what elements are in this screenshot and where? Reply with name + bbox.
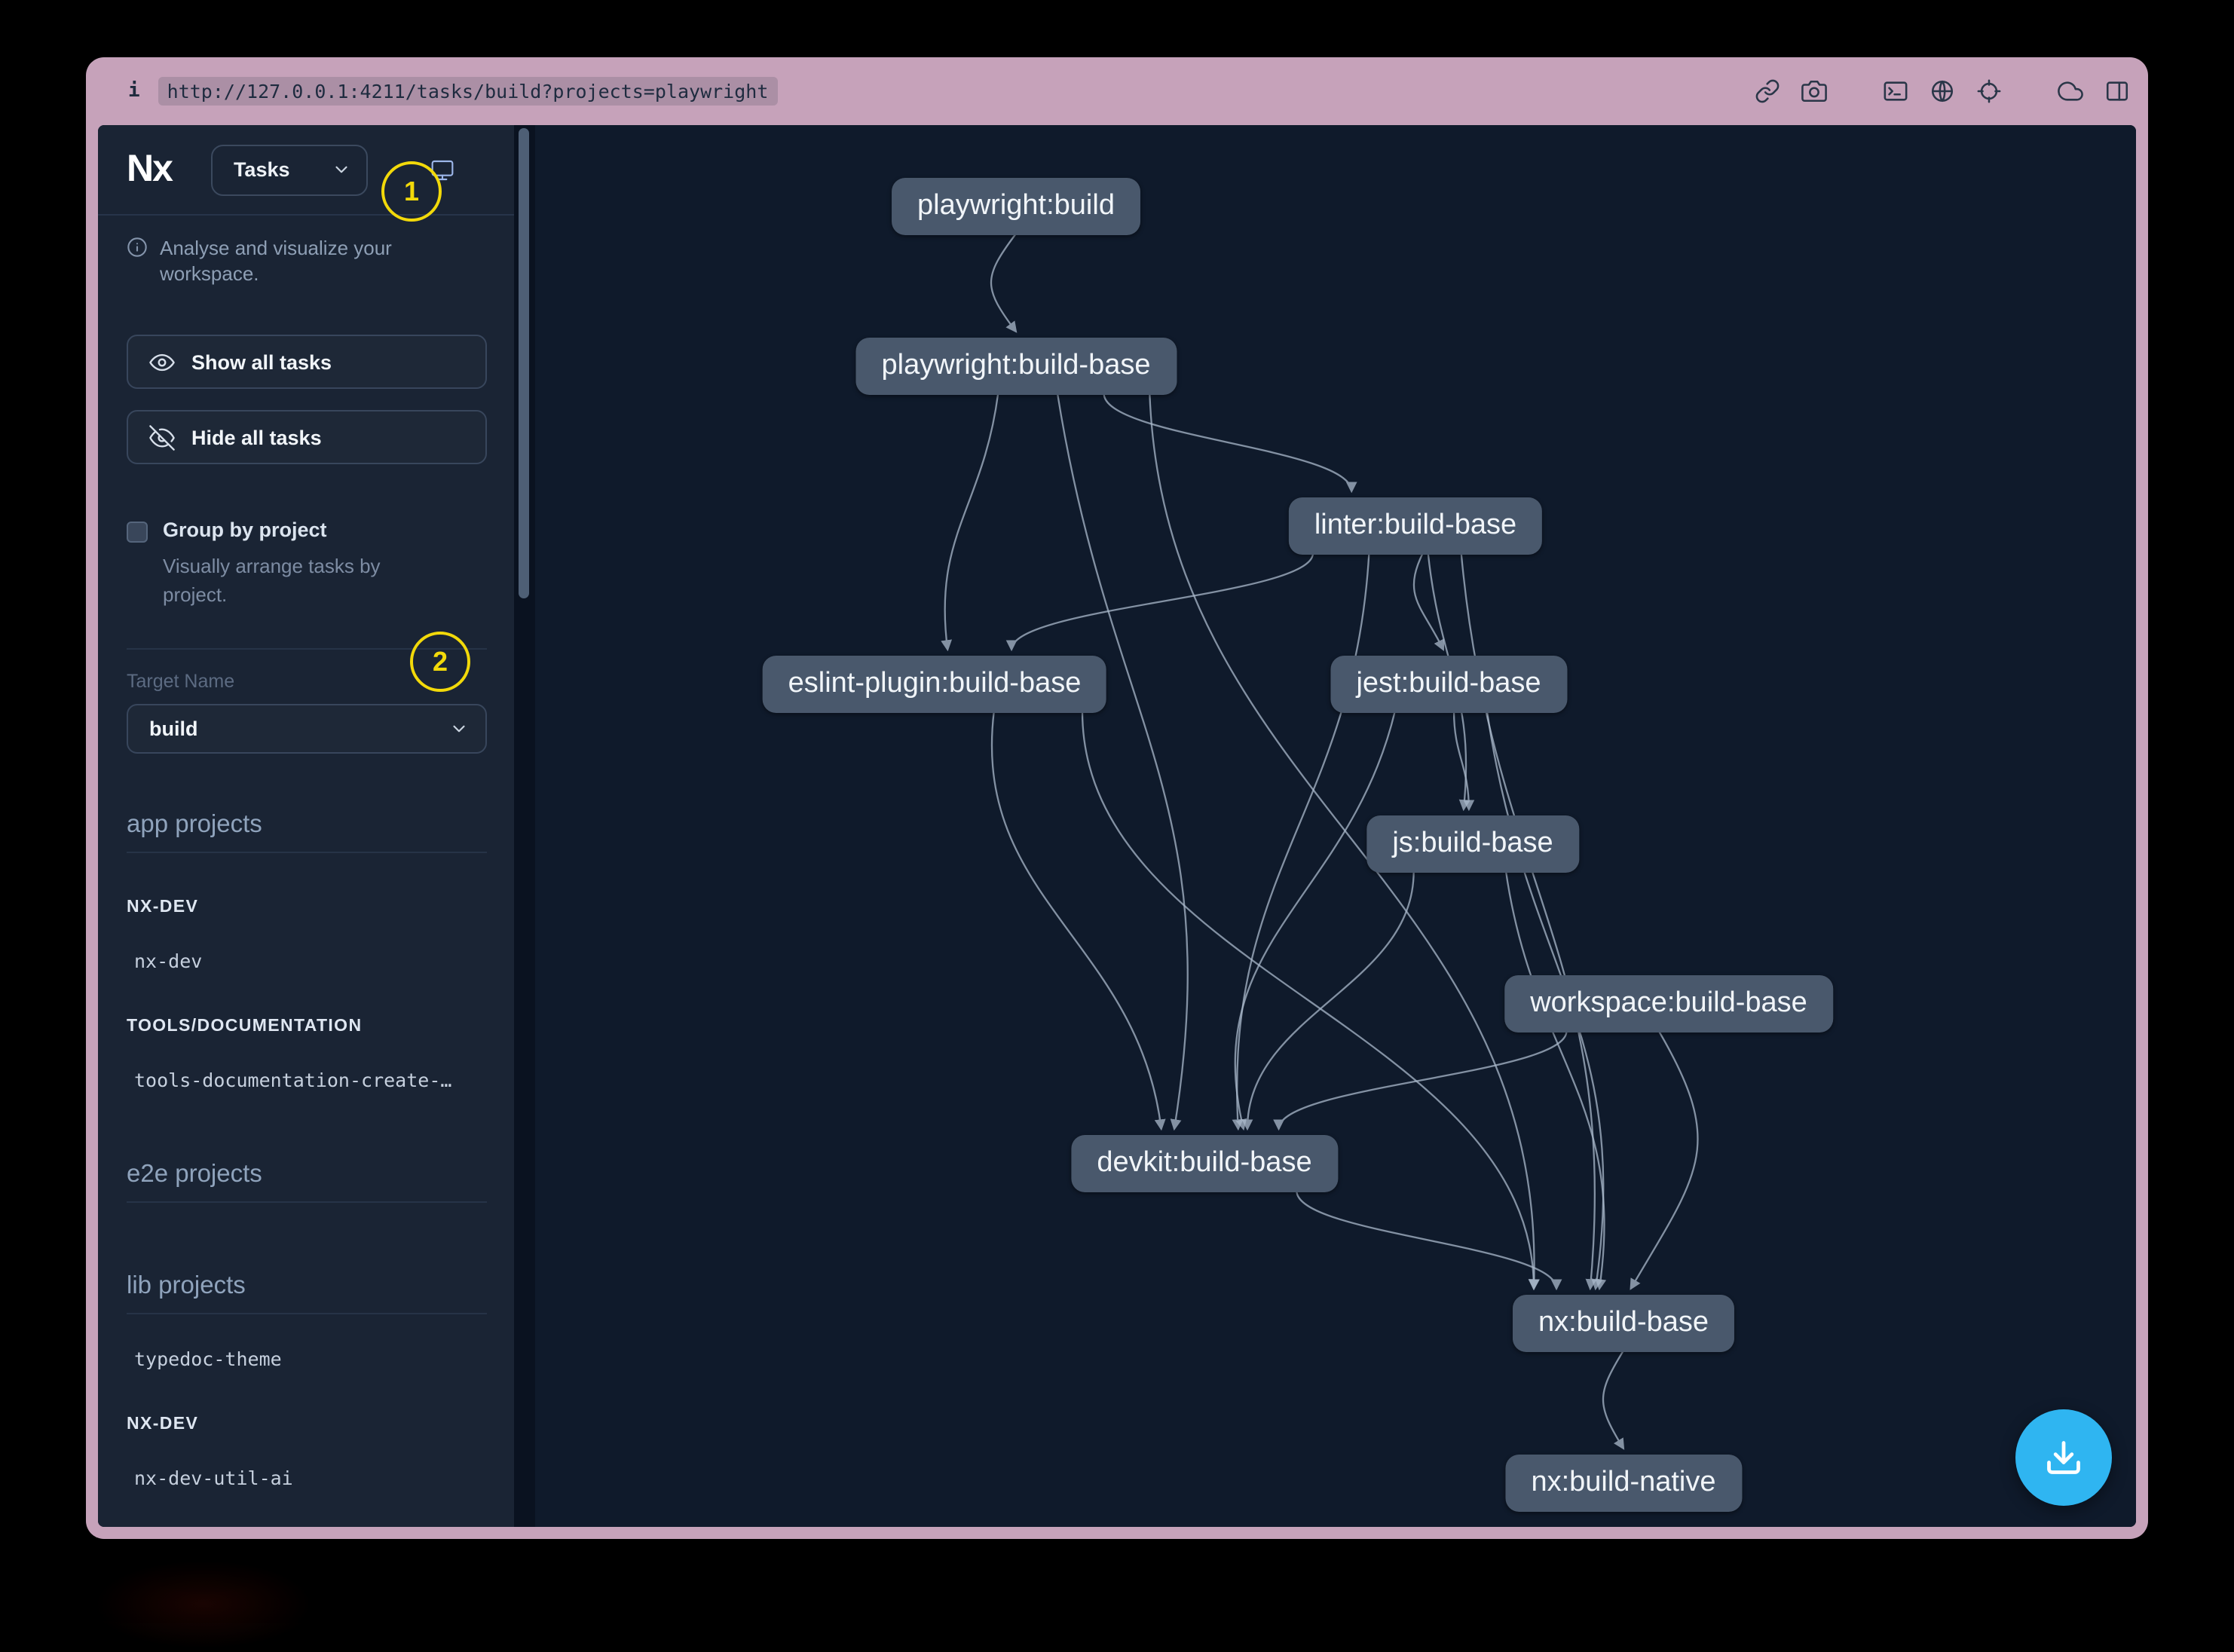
browser-titlebar: i http://127.0.0.1:4211/tasks/build?proj… [86, 57, 2148, 125]
target-name-select[interactable]: build [127, 704, 487, 754]
task-node-eslint-plugin-build-base[interactable]: eslint-plugin:build-base [762, 656, 1107, 713]
eye-off-icon [149, 424, 175, 450]
browser-window: i http://127.0.0.1:4211/tasks/build?proj… [86, 57, 2148, 1539]
task-edge [941, 393, 999, 652]
task-edge [1273, 1030, 1568, 1131]
divider [127, 852, 487, 853]
sidebar-panel-icon[interactable] [2104, 78, 2130, 104]
task-edge [1452, 711, 1475, 812]
background-artifact [90, 1559, 317, 1649]
task-node-playwright-build[interactable]: playwright:build [892, 178, 1140, 235]
workspace-description-text: Analyse and visualize your workspace. [160, 237, 392, 285]
workspace-description: Analyse and visualize your workspace. [127, 235, 487, 286]
task-edge [1056, 393, 1189, 1131]
task-node-jest-build-base[interactable]: jest:build-base [1330, 656, 1567, 713]
sidebar-scrollbar-track[interactable] [514, 125, 535, 1527]
monitor-icon[interactable] [430, 158, 455, 182]
project-item[interactable]: tools-documentation-create-… [134, 1069, 452, 1091]
task-node-playwright-build-base[interactable]: playwright:build-base [855, 338, 1177, 395]
project-group-heading: TOOLS/DOCUMENTATION [127, 1017, 363, 1036]
project-section-title: app projects [127, 811, 262, 838]
group-by-project-checkbox[interactable] [127, 522, 148, 543]
task-node-devkit-build-base[interactable]: devkit:build-base [1071, 1135, 1338, 1192]
project-item[interactable]: nx-dev-util-ai [134, 1467, 293, 1489]
sidebar-scrollbar-thumb[interactable] [519, 128, 529, 598]
sidebar-header: Nx Tasks [98, 125, 514, 216]
chevron-down-icon [335, 166, 347, 173]
info-icon[interactable]: i [128, 80, 140, 102]
divider [127, 1201, 487, 1203]
group-by-project-row: Group by project [127, 519, 485, 543]
task-edge [1081, 711, 1540, 1291]
project-item[interactable]: typedoc-theme [134, 1348, 282, 1370]
project-group-heading: NX-DEV [127, 1415, 199, 1433]
project-group-heading: NX-DEV [127, 898, 199, 916]
group-by-project-label[interactable]: Group by project [163, 519, 327, 541]
task-edge [1005, 552, 1314, 652]
app-content: Nx Tasks Analyse and visualize your work… [98, 125, 2136, 1527]
camera-icon[interactable] [1801, 78, 1827, 104]
mode-dropdown-label: Tasks [233, 158, 290, 181]
project-section-title: e2e projects [127, 1161, 262, 1188]
task-edge [1241, 870, 1415, 1131]
nx-logo: Nx [127, 148, 173, 190]
task-edge [1103, 393, 1357, 494]
task-edge [1232, 552, 1370, 1131]
task-graph-edges [941, 233, 1699, 1450]
task-node-workspace-build-base[interactable]: workspace:build-base [1504, 975, 1833, 1032]
mode-dropdown[interactable]: Tasks [210, 144, 368, 195]
annotation-step-2: 2 [410, 632, 470, 692]
globe-icon[interactable] [1930, 78, 1955, 104]
info-circle-icon [127, 237, 147, 257]
hide-all-tasks-button[interactable]: Hide all tasks [127, 410, 487, 464]
task-edge [1234, 711, 1396, 1131]
project-item[interactable]: nx-dev [134, 950, 203, 972]
task-edge [1149, 393, 1540, 1291]
show-all-tasks-button[interactable]: Show all tasks [127, 335, 487, 389]
task-edge [1504, 870, 1607, 1291]
target-name-value: build [149, 717, 198, 740]
sidebar: Nx Tasks Analyse and visualize your work… [98, 125, 514, 1527]
task-edge [1296, 1190, 1562, 1291]
eye-icon [149, 353, 175, 371]
task-node-js-build-base[interactable]: js:build-base [1366, 815, 1579, 873]
crosshair-icon[interactable] [1976, 78, 2002, 104]
target-name-label: Target Name [127, 671, 235, 692]
download-icon [2047, 1441, 2080, 1474]
task-node-nx-build-base[interactable]: nx:build-base [1512, 1295, 1735, 1352]
chevron-down-icon [453, 725, 465, 733]
url-text[interactable]: http://127.0.0.1:4211/tasks/build?projec… [158, 77, 778, 106]
link-icon[interactable] [1755, 78, 1780, 104]
task-edge [990, 711, 1166, 1131]
task-edge [1630, 1030, 1699, 1290]
divider [127, 648, 487, 650]
download-graph-button[interactable] [2015, 1409, 2112, 1506]
task-edge [1412, 552, 1445, 652]
annotation-step-1: 1 [381, 161, 442, 222]
task-node-linter-build-base[interactable]: linter:build-base [1288, 497, 1543, 555]
task-edge [990, 233, 1018, 333]
cloud-icon[interactable] [2058, 78, 2083, 104]
divider [127, 1313, 487, 1314]
project-section-title: lib projects [127, 1272, 246, 1299]
terminal-icon[interactable] [1883, 78, 1908, 104]
show-all-tasks-label: Show all tasks [191, 350, 332, 373]
task-graph-canvas[interactable]: playwright:build playwright:build-base lin… [535, 125, 2136, 1527]
group-by-project-description: Visually arrange tasks by project. [163, 555, 381, 606]
hide-all-tasks-label: Hide all tasks [191, 426, 322, 448]
titlebar-icons [1755, 78, 2130, 104]
task-node-nx-build-native[interactable]: nx:build-native [1505, 1455, 1742, 1512]
task-edge [1602, 1350, 1625, 1450]
